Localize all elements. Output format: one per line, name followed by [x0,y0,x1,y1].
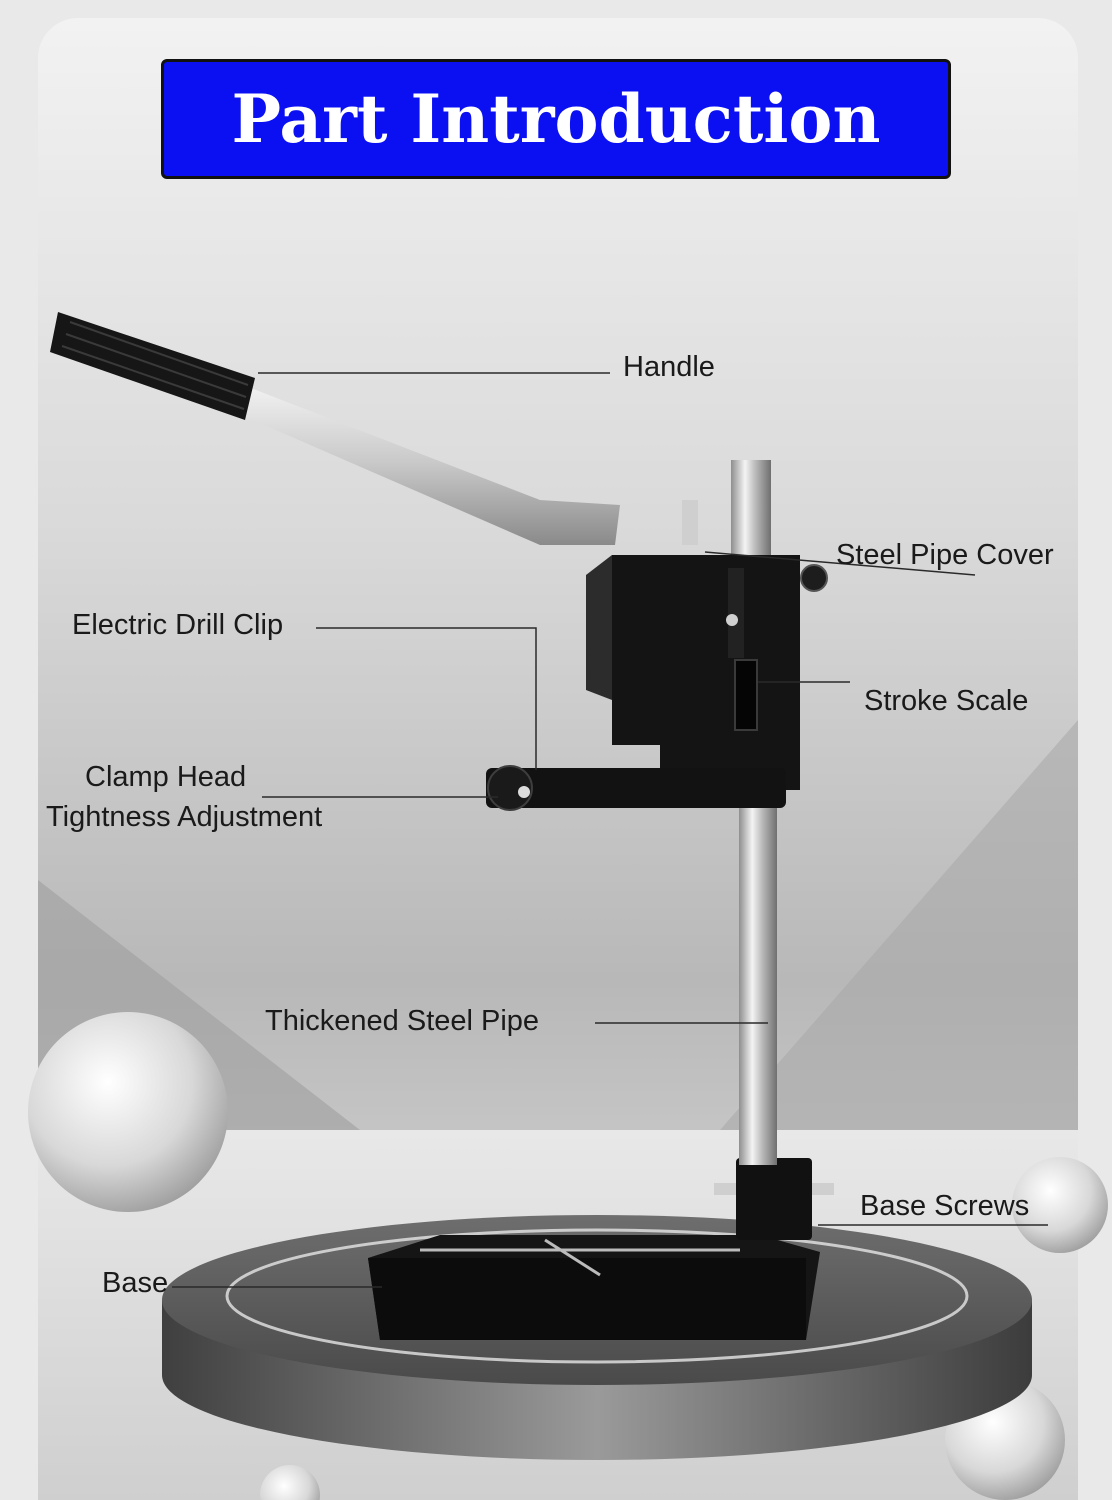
label-steel-pipe-cover: Steel Pipe Cover [836,538,1054,573]
stroke-scale-bar [735,660,757,730]
clamp-knob-screw [518,786,530,798]
clamp-side [586,555,612,700]
label-clamp-head-line2: Tightness Adjustment [46,800,322,835]
page-title: Part Introduction [232,80,881,158]
label-base-screws: Base Screws [860,1189,1029,1224]
steel-pipe [739,780,777,1165]
base-screw-right [812,1183,834,1195]
label-base: Base [102,1266,168,1301]
scale-screw [726,614,738,626]
pipe-sleeve [736,1158,812,1240]
sphere-left [28,1012,228,1212]
base-plate-front [368,1258,806,1340]
base-screw-left [714,1183,736,1195]
label-stroke-scale: Stroke Scale [864,684,1028,719]
label-clamp-head-line1: Clamp Head [85,760,246,795]
steel-pipe-top [731,460,771,560]
pipe-cover-knob [801,565,827,591]
stroke-lever [728,568,744,658]
label-thickened-steel-pipe: Thickened Steel Pipe [265,1004,539,1039]
label-electric-drill-clip: Electric Drill Clip [72,608,283,643]
title-banner: Part Introduction [161,59,951,179]
label-handle: Handle [623,350,715,385]
top-screw [682,500,698,545]
